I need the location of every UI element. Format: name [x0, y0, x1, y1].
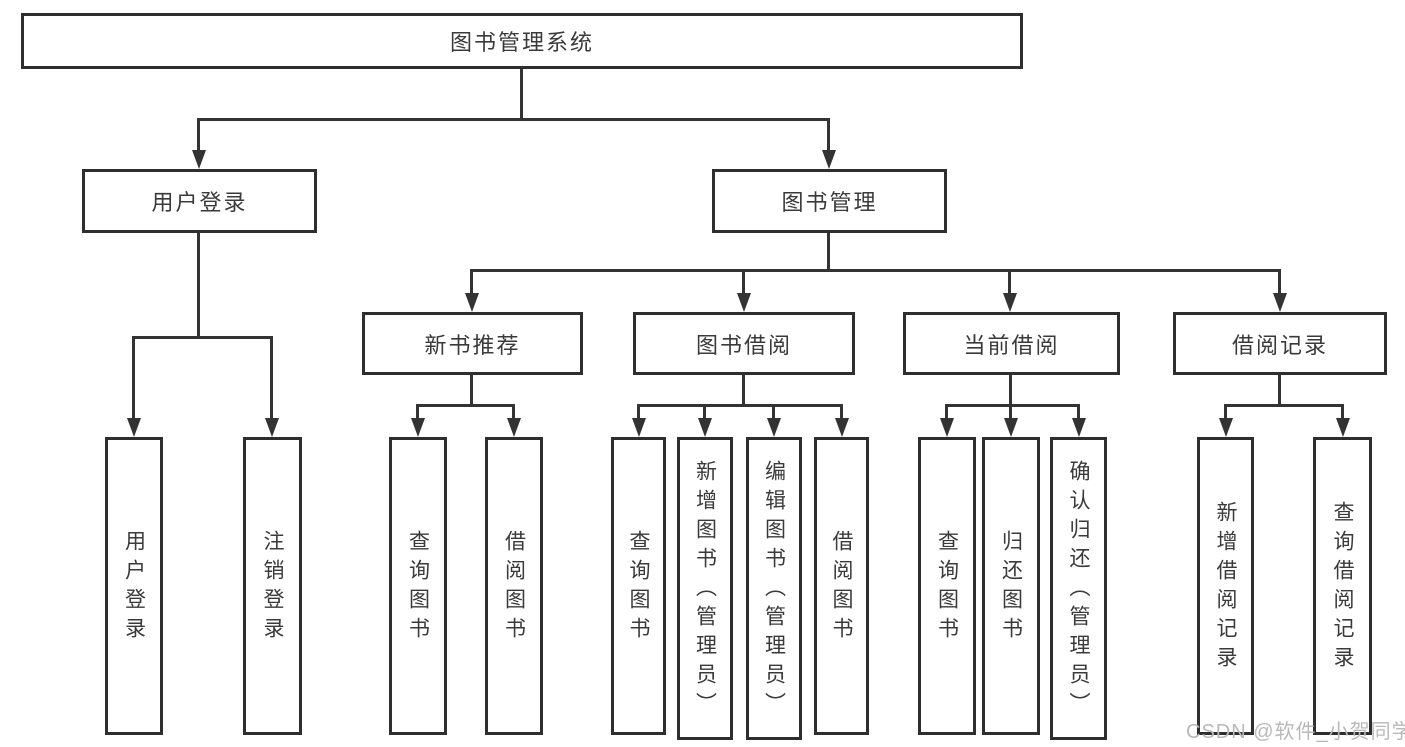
connector-arrowhead [265, 418, 279, 437]
connector-arrowhead [507, 418, 521, 437]
connector-arrowhead [1003, 293, 1017, 312]
connector-stem [416, 404, 419, 420]
node-book-borrow-label: 图书借阅 [695, 332, 792, 358]
connector-arrowhead [1336, 418, 1350, 437]
connector-level2-branch [198, 118, 830, 121]
connector-newbook-stub [470, 375, 473, 406]
connector-stem [945, 404, 948, 420]
node-root: 图书管理系统 [21, 13, 1023, 69]
csdn-watermark: CSDN @软件_小贺同学 [1186, 721, 1405, 743]
node-current-borrow-label: 当前借阅 [963, 332, 1060, 358]
node-book-borrow: 图书借阅 [633, 312, 855, 375]
connector-stem [742, 269, 745, 295]
leaf-newbook-query-label: 查询图书 [406, 530, 430, 646]
connector-stem [1341, 404, 1344, 420]
node-user-login: 用户登录 [82, 169, 317, 233]
connector-stem [270, 336, 273, 419]
connector-arrowhead [1072, 418, 1086, 437]
node-book-management: 图书管理 [712, 169, 947, 233]
connector-stem [1077, 404, 1080, 420]
connector-bookborrow-stub [742, 375, 745, 406]
node-borrow-record-label: 借阅记录 [1231, 332, 1328, 358]
leaf-borrow-add-admin-label: 新增图书（管理员） [693, 460, 717, 721]
connector-arrowhead [1219, 418, 1233, 437]
connector-arrowhead [127, 418, 141, 437]
connector-stem [637, 404, 640, 420]
connector-stem [1224, 404, 1227, 420]
leaf-borrow-query-label: 查询图书 [627, 530, 650, 646]
node-user-login-label: 用户登录 [151, 190, 248, 215]
connector-newbook-branch [416, 404, 515, 407]
connector-stem [1009, 404, 1012, 420]
connector-stem [470, 269, 473, 295]
connector-currentborrow-stub [1009, 375, 1012, 406]
connector-bookborrow-branch [637, 404, 843, 407]
connector-stem [840, 404, 843, 420]
connector-root-stub [520, 69, 523, 120]
connector-arrowhead [411, 418, 425, 437]
connector-currentborrow-branch [945, 404, 1080, 407]
leaf-record-query-label: 查询借阅记录 [1331, 501, 1354, 675]
leaf-borrow-edit-admin-label: 编辑图书（管理员） [762, 460, 786, 721]
connector-arrowhead [192, 150, 206, 169]
leaf-newbook-query: 查询图书 [389, 437, 447, 735]
leaf-user-login: 用户登录 [105, 437, 163, 735]
leaf-record-add: 新增借阅记录 [1197, 437, 1254, 735]
connector-arrowhead [1004, 418, 1018, 437]
connector-arrowhead [1273, 293, 1287, 312]
connector-stem [827, 118, 830, 152]
node-book-management-label: 图书管理 [781, 190, 878, 215]
leaf-borrow-edit-admin: 编辑图书（管理员） [746, 437, 802, 740]
leaf-record-query: 查询借阅记录 [1313, 437, 1372, 735]
connector-stem [197, 118, 200, 152]
connector-stem [772, 404, 775, 420]
connector-arrowhead [940, 418, 954, 437]
leaf-current-return-label: 归还图书 [999, 530, 1023, 646]
connector-arrowhead [632, 418, 646, 437]
connector-userlogin-branch [132, 336, 273, 339]
connector-stem [132, 336, 135, 419]
leaf-record-add-label: 新增借阅记录 [1214, 501, 1237, 675]
leaf-current-query-label: 查询图书 [935, 530, 959, 646]
leaf-current-return: 归还图书 [982, 437, 1040, 735]
connector-arrowhead [822, 150, 836, 169]
node-new-book-recommend-label: 新书推荐 [424, 332, 521, 358]
leaf-borrow-borrow-label: 借阅图书 [830, 530, 853, 646]
connector-bookmgmt-stub [827, 233, 830, 272]
leaf-logout: 注销登录 [243, 437, 302, 735]
connector-arrowhead [737, 293, 751, 312]
connector-level3-branch [470, 269, 1281, 272]
leaf-current-query: 查询图书 [918, 437, 976, 735]
connector-stem [1278, 269, 1281, 295]
connector-stem [703, 404, 706, 420]
node-borrow-record: 借阅记录 [1173, 312, 1387, 375]
node-root-label: 图书管理系统 [449, 30, 594, 55]
leaf-current-confirm-admin-label: 确认归还（管理员） [1067, 460, 1090, 721]
connector-arrowhead [835, 418, 849, 437]
node-new-book-recommend: 新书推荐 [362, 312, 583, 375]
leaf-borrow-add-admin: 新增图书（管理员） [677, 437, 733, 740]
connector-borrowrecord-branch [1224, 404, 1344, 407]
connector-arrowhead [698, 418, 712, 437]
connector-arrowhead [767, 418, 781, 437]
node-current-borrow: 当前借阅 [903, 312, 1120, 375]
connector-stem [512, 404, 515, 420]
connector-stem [1008, 269, 1011, 295]
leaf-user-login-label: 用户登录 [122, 530, 146, 646]
connector-userlogin-stub [197, 233, 200, 338]
connector-borrowrecord-stub [1278, 375, 1281, 406]
leaf-logout-label: 注销登录 [261, 530, 284, 646]
leaf-newbook-borrow-label: 借阅图书 [502, 530, 526, 646]
leaf-newbook-borrow: 借阅图书 [485, 437, 543, 735]
connector-arrowhead [465, 293, 479, 312]
leaf-borrow-query: 查询图书 [611, 437, 666, 735]
leaf-borrow-borrow: 借阅图书 [814, 437, 869, 735]
leaf-current-confirm-admin: 确认归还（管理员） [1050, 437, 1107, 740]
